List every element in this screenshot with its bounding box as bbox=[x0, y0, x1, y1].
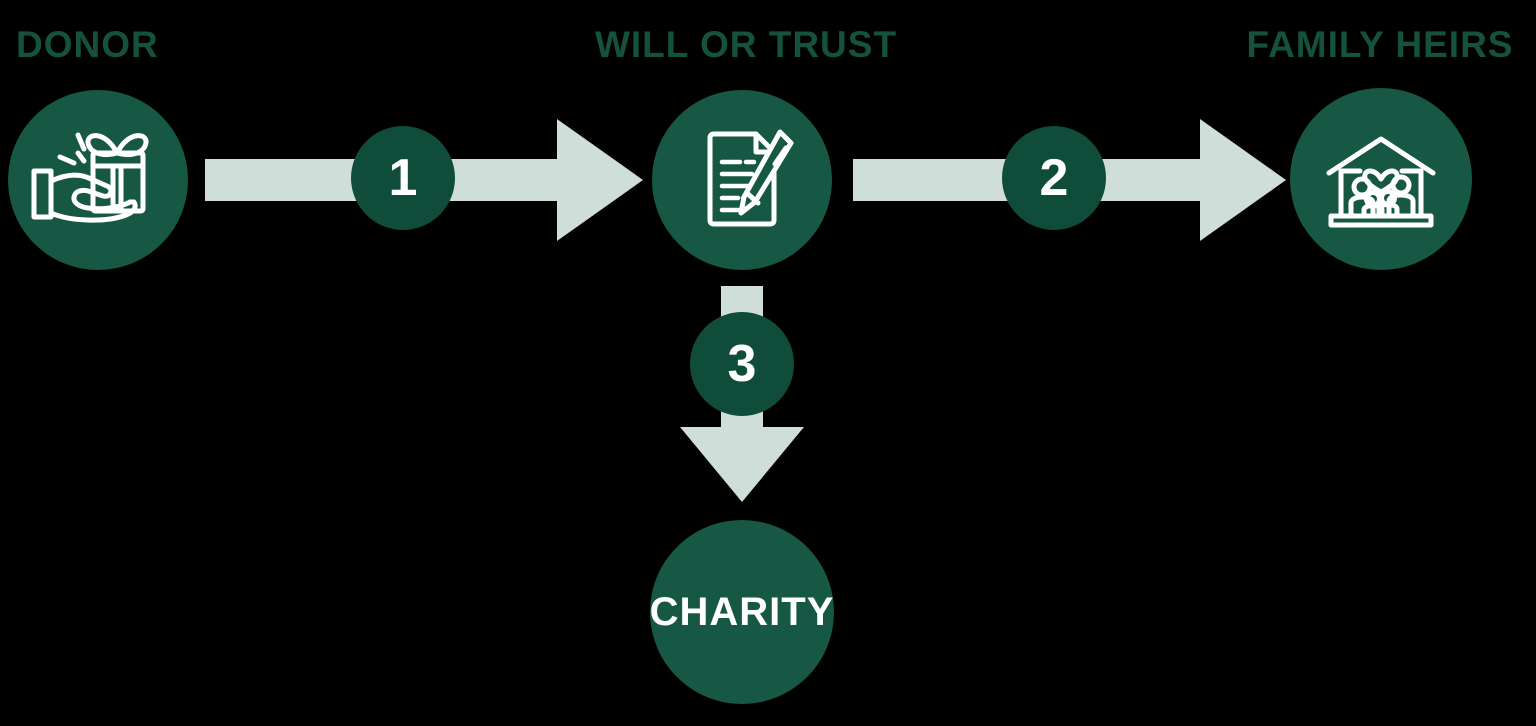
family-heirs-label: FAMILY HEIRS bbox=[1246, 24, 1514, 65]
house-with-family-icon bbox=[1317, 119, 1445, 239]
donor-node bbox=[8, 90, 188, 270]
arrow-1-head-icon bbox=[557, 119, 643, 241]
will-or-trust-node bbox=[652, 90, 832, 270]
step-2-number: 2 bbox=[1039, 149, 1069, 207]
document-and-pen-icon bbox=[682, 120, 802, 240]
step-1-badge: 1 bbox=[351, 126, 455, 230]
arrow-2-head-icon bbox=[1200, 119, 1286, 241]
step-3-badge: 3 bbox=[690, 312, 794, 416]
gift-in-hand-icon bbox=[31, 119, 165, 241]
will-or-trust-label: WILL OR TRUST bbox=[594, 24, 898, 65]
step-1-number: 1 bbox=[388, 149, 418, 207]
step-3-number: 3 bbox=[727, 335, 757, 393]
family-heirs-node bbox=[1290, 88, 1472, 270]
donor-label: DONOR bbox=[16, 24, 159, 65]
charity-label: CHARITY bbox=[649, 589, 835, 634]
step-2-badge: 2 bbox=[1002, 126, 1106, 230]
arrow-3-head-icon bbox=[680, 427, 804, 502]
charity-node: CHARITY bbox=[650, 520, 834, 704]
